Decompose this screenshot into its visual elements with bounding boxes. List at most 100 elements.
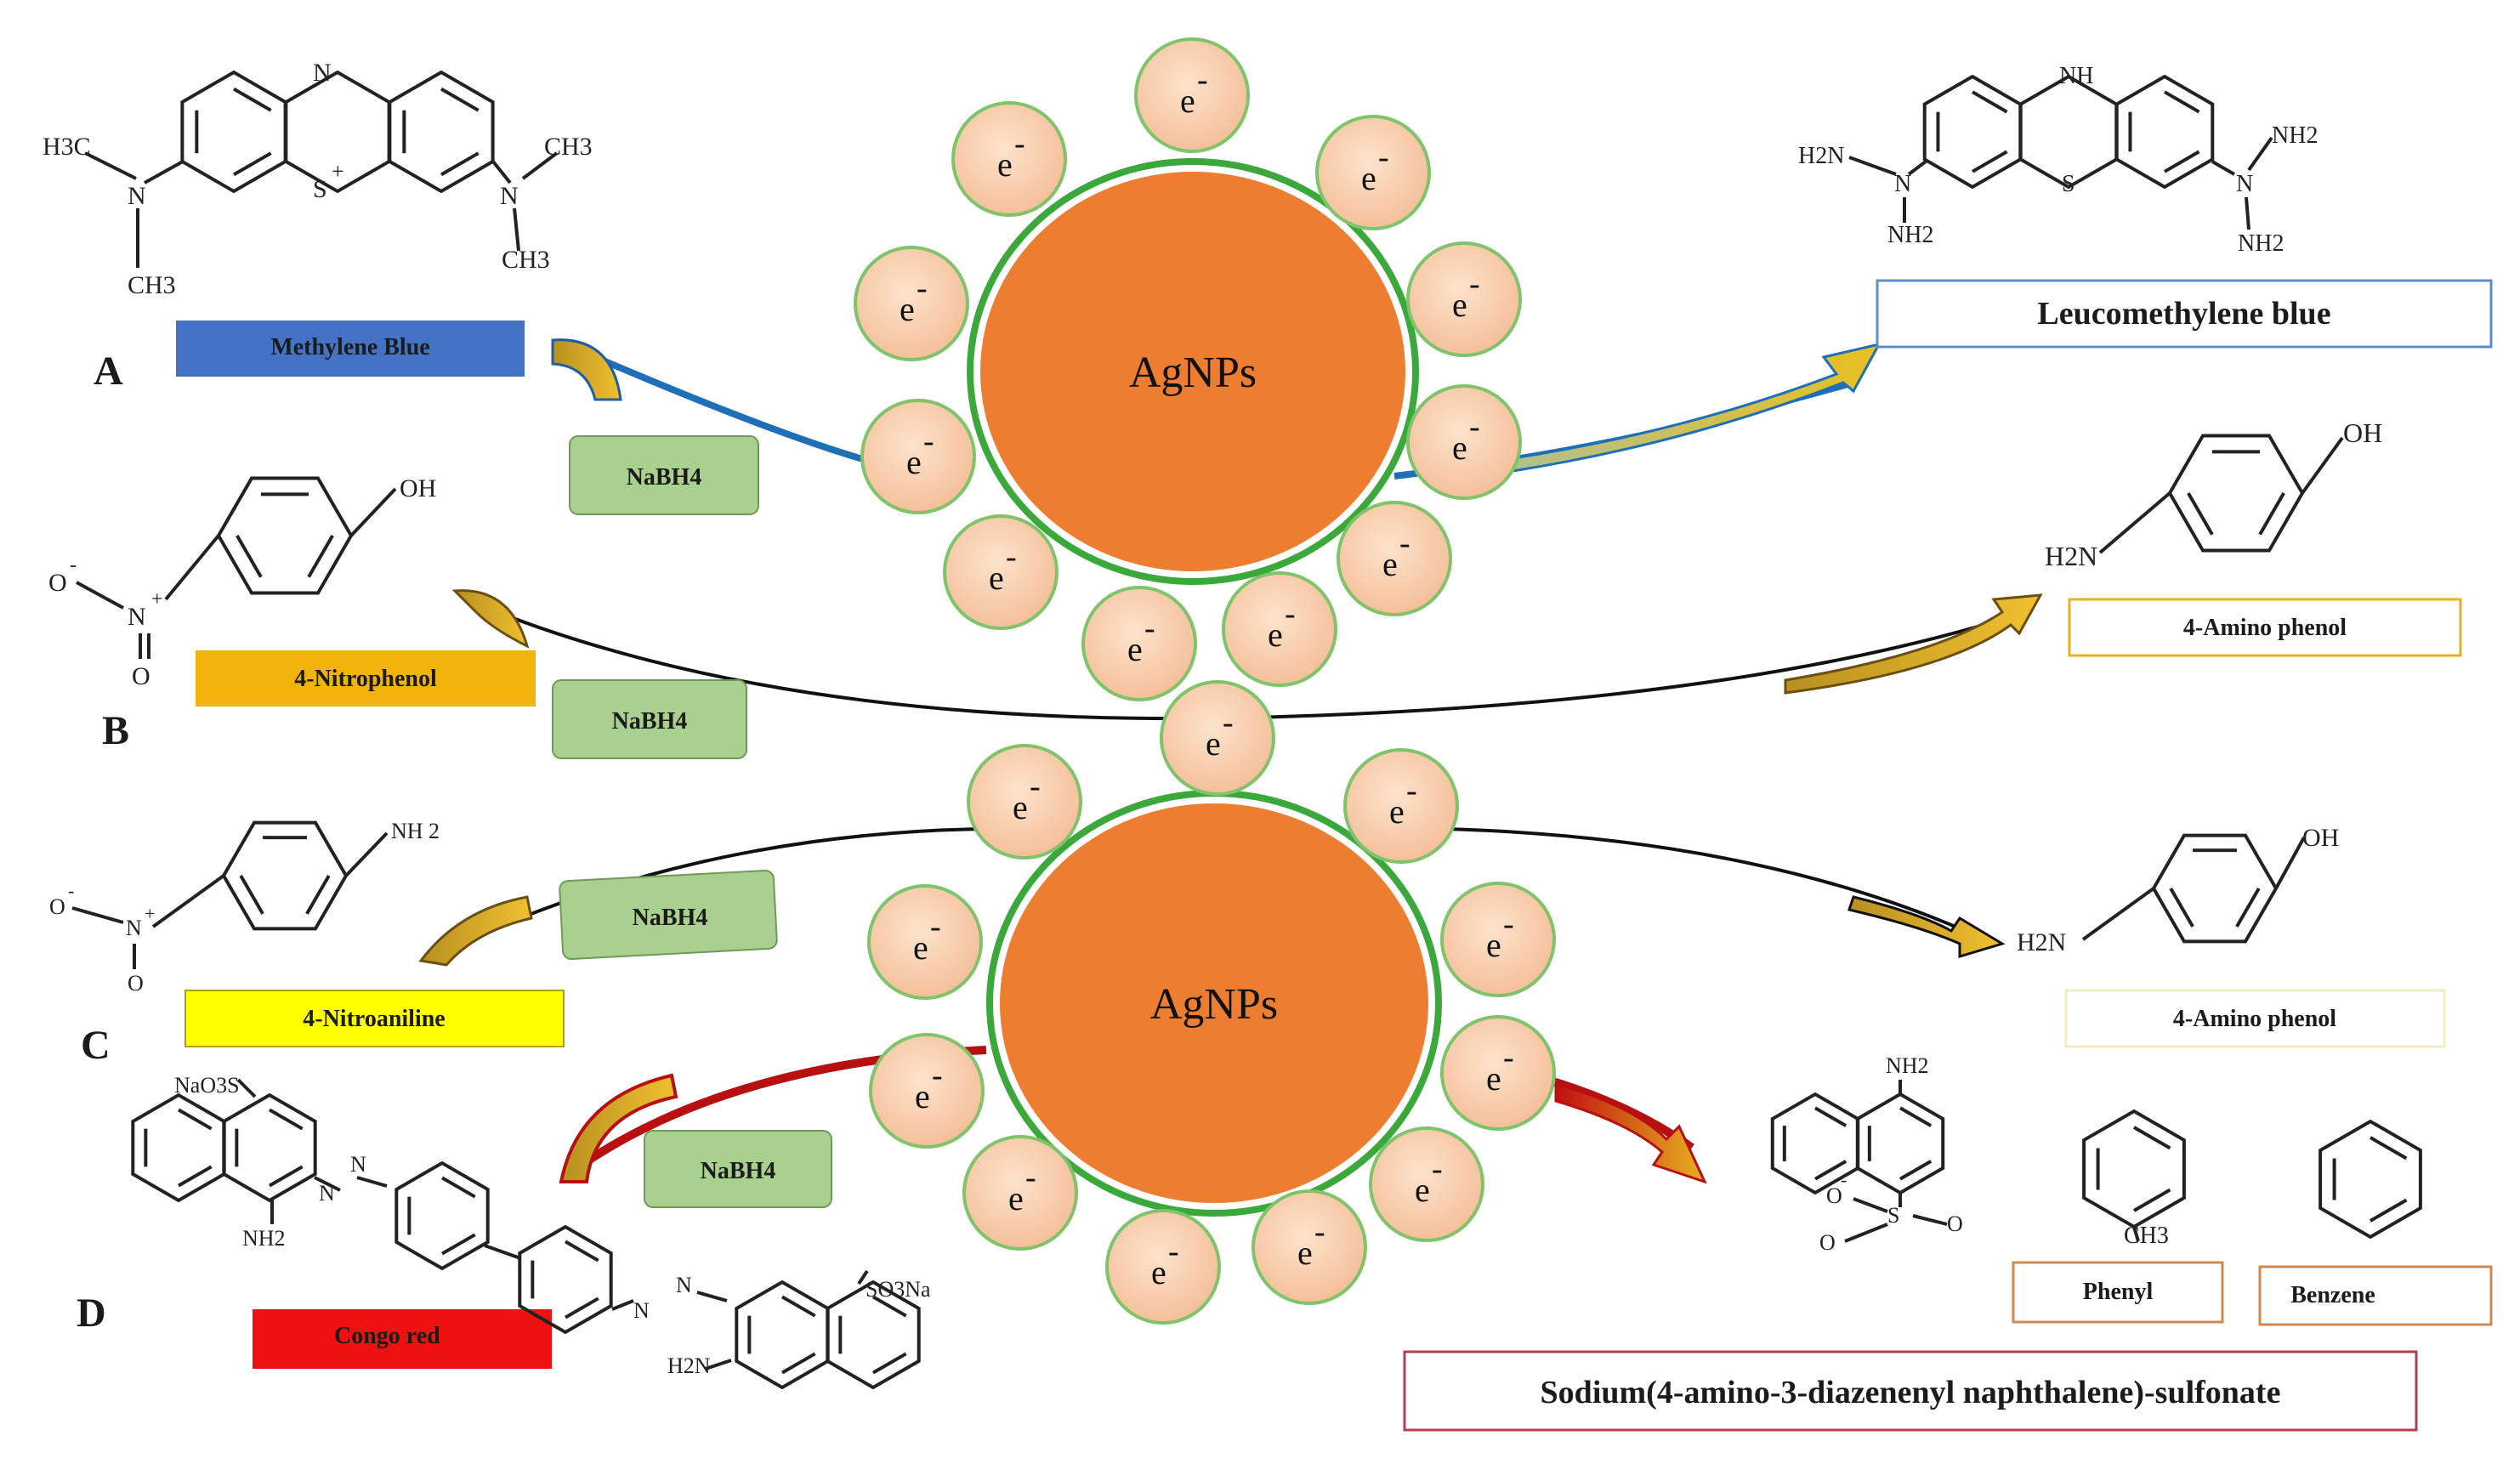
na-ring-double-bond [239, 875, 264, 915]
atom-sn-o-bottom: O [1819, 1230, 1836, 1255]
lmb-ring-right-double-bond [2164, 90, 2200, 114]
mb-ring-right-double-bond [440, 151, 480, 177]
nabh4-box-d [644, 1130, 832, 1208]
na-bond-no2 [151, 874, 225, 928]
cr-bond-so3 [236, 1078, 257, 1098]
product-text-aminophenol-2: 4-Amino phenol [2173, 1006, 2336, 1032]
tol-bond-ch3 [2132, 1226, 2140, 1242]
electron-charge: - [1197, 62, 1208, 98]
electron-symbol: e [913, 928, 928, 967]
mb-bond-n-right [491, 160, 512, 184]
electron-circle [854, 246, 969, 361]
atom-sn-o-minus: - [1841, 1169, 1847, 1190]
cr-naph-left-b [222, 1092, 317, 1203]
mb-ring-right [388, 70, 495, 194]
product-text-phenyl: Phenyl [2083, 1279, 2154, 1305]
nabh4-d: NaBH4 [644, 1130, 832, 1208]
particle-inner-rim [995, 798, 1433, 1208]
electron-charge: - [1406, 773, 1417, 809]
mb-ring-left-double-bond [232, 151, 272, 177]
electron-nanoparticle-top-8: e- [1337, 501, 1452, 616]
electron-charge: - [1168, 1234, 1179, 1269]
product-box-sulfonate [1403, 1350, 2418, 1432]
electron-circle [860, 399, 976, 514]
cr-biphenyl-b-double-bond [564, 1297, 599, 1319]
electron-symbol: e [989, 559, 1004, 597]
sn-bond-o-minus [1853, 1197, 1888, 1213]
compound-box-a [176, 321, 525, 377]
compound-text-d: Congo red [334, 1323, 440, 1349]
electron-charge: - [1223, 705, 1234, 741]
lmb-bond-nh2-down-right [2245, 196, 2250, 230]
atom-na-o2: O [128, 971, 144, 996]
electron-nanoparticle-bottom-9: e- [1105, 1209, 1221, 1325]
cr-naph-left-b-double-bond [268, 1108, 304, 1131]
cr-naph-right-b [826, 1280, 921, 1390]
atom-cr-n1: N [319, 1181, 335, 1206]
benzene-ring-double-bond [2370, 1136, 2408, 1160]
molecule-structures [71, 70, 2422, 1390]
electron-charge: - [1469, 266, 1480, 302]
lmb-ring-left-double-bond [1972, 90, 2008, 114]
atom-lmb-nh2-tr: NH2 [2272, 122, 2318, 149]
electron-circle [967, 744, 1082, 860]
electron-symbol: e [1361, 159, 1376, 197]
atom-np-o2: O [132, 662, 150, 690]
product-box-benzene [2258, 1265, 2493, 1326]
electron-symbol: e [1415, 1171, 1430, 1209]
electron-nanoparticle-top-5: e- [860, 399, 976, 514]
arrow-a-in [551, 338, 622, 401]
particle-inner-rim [975, 167, 1410, 576]
atom-mb-ch3-bl: CH3 [128, 271, 176, 299]
electron-nanoparticle-bottom-6: e- [1440, 1015, 1556, 1131]
electron-charge: - [1378, 139, 1389, 175]
atom-mb-n: N [313, 59, 332, 87]
atom-lmb-nh2-br: NH2 [2238, 230, 2284, 257]
benzene-ring-double-bond [2370, 1198, 2408, 1223]
cr-bond-azo-3 [611, 1299, 634, 1311]
electron-symbol: e [1008, 1179, 1024, 1217]
product-box-phenyl [2012, 1261, 2224, 1324]
electron-circle [1369, 1126, 1484, 1242]
atom-lmb-n-right: N [2236, 171, 2253, 197]
atom-mb-ch3-br: CH3 [502, 246, 550, 274]
lmb-bond-n-right [2211, 160, 2235, 176]
electron-nanoparticle-bottom-10: e- [1251, 1189, 1367, 1305]
nabh4-box-b [552, 679, 747, 759]
row-letter-c: C [81, 1023, 111, 1068]
electron-charge: - [1399, 525, 1410, 561]
cr-biphenyl-a-double-bond [440, 1176, 476, 1199]
electron-circle [867, 884, 983, 1000]
electron-circle [869, 1033, 985, 1149]
electron-charge: - [1469, 409, 1480, 445]
electron-symbol: e [1151, 1253, 1166, 1291]
electron-charge: - [1006, 539, 1017, 575]
ap1-ring-double-bond [2258, 492, 2285, 536]
compound-box-d [253, 1309, 552, 1369]
np-bond-o-minus [76, 581, 124, 610]
benzene-ring [2319, 1119, 2422, 1240]
electron-nanoparticle-top-7: e- [943, 514, 1059, 630]
compound-label-b: 4-Nitrophenol [196, 650, 536, 706]
sn-ring-left-double-bond [1814, 1106, 1847, 1127]
lmb-ring-right-double-bond [2164, 150, 2200, 173]
electron-nanoparticle-top-1: e- [951, 101, 1067, 217]
atom-ap1-h2n: H2N [2045, 541, 2097, 571]
arrow-b-in [451, 589, 530, 649]
electron-circle [1134, 37, 1250, 153]
atom-na-o-minus: - [68, 880, 74, 901]
electron-symbol: e [906, 443, 922, 481]
electron-symbol: e [1013, 788, 1028, 826]
particle-label: AgNPs [1150, 980, 1278, 1029]
atom-na-n: N [126, 916, 142, 940]
cr-naph-right-a-double-bond [780, 1352, 816, 1375]
cr-bond-azo-4 [696, 1291, 728, 1302]
electron-nanoparticle-bottom-8: e- [1369, 1126, 1484, 1242]
na-ring-double-bond [305, 875, 331, 915]
compound-label-d: Congo red [253, 1309, 552, 1369]
electron-nanoparticle-bottom-2: e- [1343, 748, 1459, 864]
cr-naph-left-a-double-bond [177, 1165, 213, 1188]
electron-circle [1222, 571, 1337, 687]
electron-nanoparticle-top-6: e- [1406, 384, 1522, 500]
cr-biphenyl-a-double-bond [440, 1233, 476, 1256]
